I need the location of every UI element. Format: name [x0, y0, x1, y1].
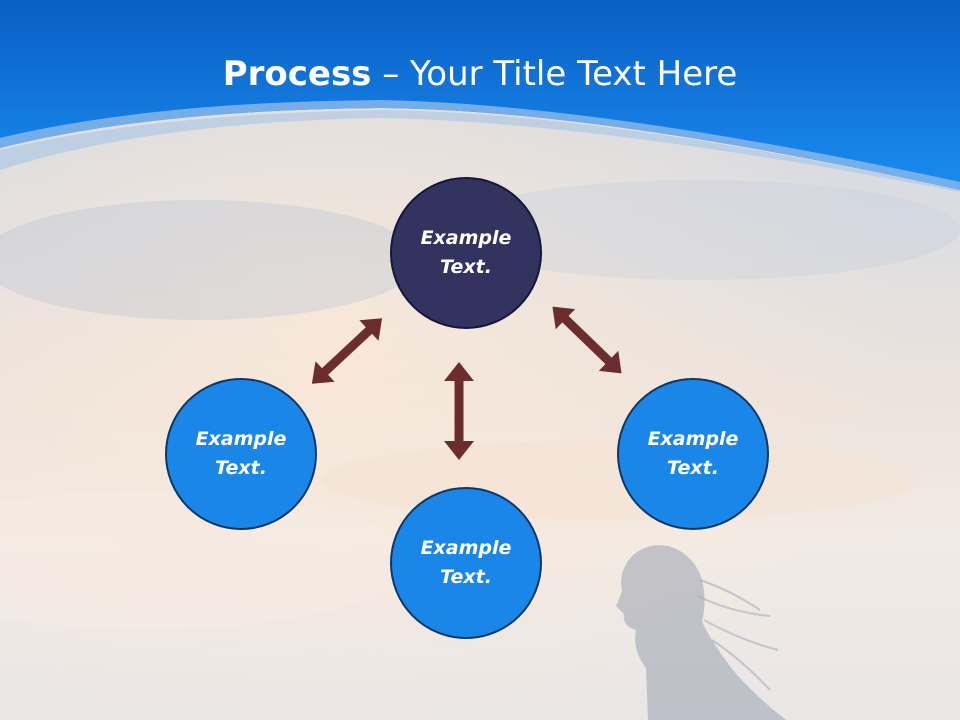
node-label: Example Text. — [420, 227, 512, 278]
process-node-right: Example Text. — [617, 378, 769, 530]
process-node-top: Example Text. — [390, 177, 542, 329]
double-arrow-right — [552, 306, 622, 374]
node-label: Example Text. — [647, 428, 739, 479]
node-label: Example Text. — [195, 428, 287, 479]
title-bold: Process — [222, 54, 372, 94]
double-arrow-center — [444, 362, 474, 460]
page-title: Process – Your Title Text Here — [0, 52, 960, 96]
node-label: Example Text. — [420, 537, 512, 588]
double-arrow-left — [311, 318, 383, 384]
process-node-bottom: Example Text. — [390, 487, 542, 639]
title-rest: – Your Title Text Here — [371, 54, 738, 94]
person-silhouette — [616, 545, 786, 720]
process-node-left: Example Text. — [165, 378, 317, 530]
